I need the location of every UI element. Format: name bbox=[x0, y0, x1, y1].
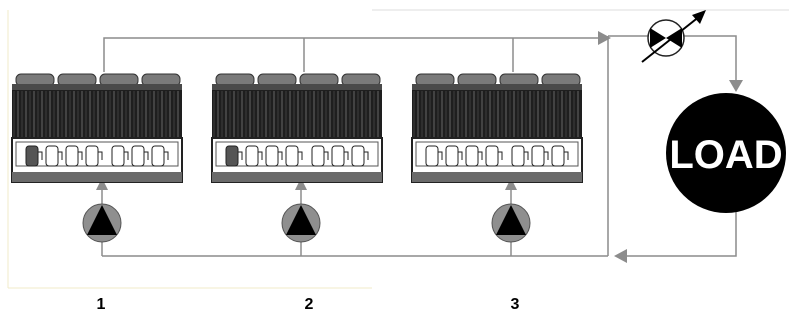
arrow-up-icon bbox=[295, 178, 307, 190]
compressor-pipe bbox=[524, 151, 529, 160]
compressor-pipe bbox=[544, 151, 549, 160]
chiller-top-rail bbox=[12, 84, 182, 90]
compressor-pipe bbox=[164, 151, 169, 160]
compressor-icon bbox=[25, 145, 39, 167]
pump-icon bbox=[491, 203, 531, 243]
compressor-pipe bbox=[238, 151, 243, 160]
compressor-pipe bbox=[38, 151, 43, 160]
compressor-icon bbox=[131, 145, 145, 167]
compressor-pipe bbox=[298, 151, 303, 160]
compressor-icon bbox=[465, 145, 479, 167]
arrow-down-icon bbox=[729, 80, 743, 92]
compressor-icon bbox=[45, 145, 59, 167]
chiller-unit-2 bbox=[211, 73, 383, 183]
compressor-pipe bbox=[58, 151, 63, 160]
flow-arrows bbox=[96, 31, 743, 263]
compressor-pipe bbox=[458, 151, 463, 160]
arrow-right-icon bbox=[598, 31, 611, 45]
unit-label-2: 2 bbox=[304, 296, 314, 313]
compressor-pipe bbox=[344, 151, 349, 160]
chiller-base bbox=[412, 172, 582, 182]
compressor-icon bbox=[311, 145, 325, 167]
compressor-icon bbox=[351, 145, 365, 167]
compressor-icon bbox=[245, 145, 259, 167]
compressor-icon bbox=[331, 145, 345, 167]
compressor-pipe bbox=[364, 151, 369, 160]
compressor-pipe bbox=[478, 151, 483, 160]
compressor-icon bbox=[151, 145, 165, 167]
compressor-icon bbox=[111, 145, 125, 167]
chiller-base bbox=[212, 172, 382, 182]
compressor-pipe bbox=[564, 151, 569, 160]
compressor-pipe bbox=[258, 151, 263, 160]
unit-label-1: 1 bbox=[96, 296, 106, 313]
chiller-top-rail bbox=[412, 84, 582, 90]
compressor-pipe bbox=[438, 151, 443, 160]
compressor-icon bbox=[485, 145, 499, 167]
load-label: LOAD bbox=[669, 133, 782, 177]
variable-flow-valve-icon bbox=[641, 10, 706, 63]
compressor-icon bbox=[225, 145, 239, 167]
compressor-icon bbox=[551, 145, 565, 167]
compressor-pipe bbox=[78, 151, 83, 160]
compressor-icon bbox=[425, 145, 439, 167]
compressor-icon bbox=[445, 145, 459, 167]
load-node: LOAD bbox=[666, 93, 786, 213]
compressor-icon bbox=[85, 145, 99, 167]
unit-label-3: 3 bbox=[510, 296, 520, 313]
compressor-icon bbox=[65, 145, 79, 167]
chiller-unit-1 bbox=[11, 73, 183, 183]
chiller-base bbox=[12, 172, 182, 182]
compressor-icon bbox=[511, 145, 525, 167]
arrow-up-icon bbox=[505, 178, 517, 190]
chiller-unit-3 bbox=[411, 73, 583, 183]
pump-icon bbox=[281, 203, 321, 243]
compressor-pipe bbox=[98, 151, 103, 160]
compressor-icon bbox=[265, 145, 279, 167]
compressor-icon bbox=[531, 145, 545, 167]
chiller-top-rail bbox=[212, 84, 382, 90]
pump-icon bbox=[82, 203, 122, 243]
compressor-icon bbox=[285, 145, 299, 167]
compressor-pipe bbox=[324, 151, 329, 160]
return-pipe bbox=[101, 186, 608, 257]
arrow-left-icon bbox=[614, 249, 627, 263]
supply-pipe bbox=[103, 37, 604, 72]
compressor-pipe bbox=[278, 151, 283, 160]
compressor-pipe bbox=[498, 151, 503, 160]
compressor-pipe bbox=[124, 151, 129, 160]
compressor-pipe bbox=[144, 151, 149, 160]
frame-lines bbox=[7, 9, 789, 289]
arrow-up-icon bbox=[96, 178, 108, 190]
